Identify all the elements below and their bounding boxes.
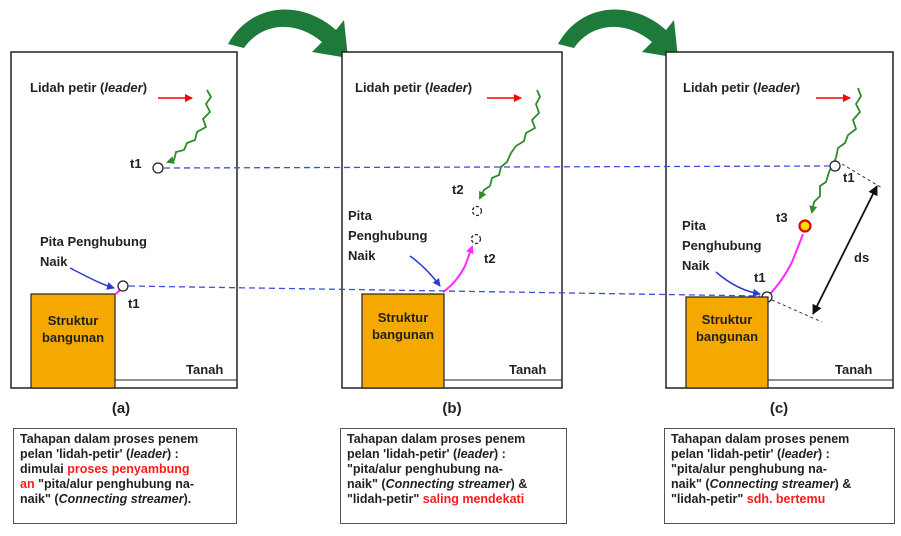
caption-line: pelan 'lidah-petir' (leader) : <box>671 447 830 461</box>
panel-sublabel: (a) <box>112 400 130 417</box>
ground-label: Tanah <box>186 362 223 377</box>
time-guide-line <box>128 285 761 297</box>
caption-line: Tahapan dalam proses penem <box>20 432 199 446</box>
caption-line: pelan 'lidah-petir' (leader) : <box>347 447 506 461</box>
time-label: t1 <box>128 296 140 311</box>
leader-path <box>166 89 213 164</box>
panel-c: Lidah petir (leader) t1 t3 Pita Penghubu… <box>665 51 894 417</box>
ground-label: Tanah <box>509 362 546 377</box>
ground-label: Tanah <box>835 362 872 377</box>
panel-b: Lidah petir (leader) t2 t2 Pita Penghubu… <box>341 51 563 417</box>
time-label: t2 <box>452 182 464 197</box>
caption-line: Tahapan dalam proses penem <box>347 432 526 446</box>
streamer-label: Naik <box>348 248 376 263</box>
curved-arrow-icon <box>558 9 678 58</box>
building-label: Struktur <box>378 310 429 325</box>
caption-line: "pita/alur penghubung na- <box>347 462 503 476</box>
caption-line: "lidah-petir" saling mendekati <box>347 492 525 506</box>
caption-line: an "pita/alur penghubung na- <box>20 477 194 491</box>
caption-line: dimulai proses penyambung <box>20 462 190 476</box>
building-label: bangunan <box>696 329 758 344</box>
building-label: Struktur <box>48 313 99 328</box>
time-label: t1 <box>843 170 855 185</box>
building <box>685 296 769 389</box>
caption-line: "pita/alur penghubung na- <box>671 462 827 476</box>
distance-label: ds <box>854 250 869 265</box>
streamer-path <box>767 233 804 297</box>
caption-line: naik" (Connecting streamer). <box>20 492 192 506</box>
streamer-pointer-arrow <box>715 271 761 297</box>
streamer-path <box>442 245 474 293</box>
building-label: bangunan <box>372 327 434 342</box>
curved-arrow-icon <box>228 9 348 58</box>
caption-line: naik" (Connecting streamer) & <box>671 477 852 491</box>
building <box>30 293 116 389</box>
time-guide-line <box>163 165 831 169</box>
caption-box: Tahapan dalam proses penem pelan 'lidah-… <box>664 428 895 524</box>
time-label: t2 <box>484 251 496 266</box>
leader-label: Lidah petir (leader) <box>30 80 147 95</box>
caption-box: Tahapan dalam proses penem pelan 'lidah-… <box>340 428 567 524</box>
time-label: t1 <box>754 270 766 285</box>
distance-arrow <box>812 185 878 315</box>
streamer-label: Naik <box>40 254 68 269</box>
streamer-label: Pita <box>348 208 373 223</box>
building <box>361 293 445 389</box>
leader-tip-point <box>152 162 164 174</box>
caption-box: Tahapan dalam proses penem pelan 'lidah-… <box>13 428 237 524</box>
caption-line: Tahapan dalam proses penem <box>671 432 850 446</box>
distance-guide <box>841 163 883 189</box>
time-label: t3 <box>776 210 788 225</box>
streamer-tip-point <box>117 280 129 292</box>
streamer-label: Pita Penghubung <box>40 234 147 249</box>
panel-sublabel: (c) <box>770 400 788 417</box>
streamer-tip-point <box>470 233 482 245</box>
streamer-label: Penghubung <box>682 238 761 253</box>
building-label: bangunan <box>42 330 104 345</box>
streamer-pointer-arrow <box>409 255 441 287</box>
leader-label: Lidah petir (leader) <box>355 80 472 95</box>
streamer-label: Pita <box>682 218 707 233</box>
leader-tip-point <box>829 160 841 172</box>
streamer-label: Penghubung <box>348 228 427 243</box>
leader-path <box>479 89 542 200</box>
leader-tip-point <box>471 205 483 217</box>
panel-a: Lidah petir (leader) t1 Pita Penghubung … <box>10 51 238 417</box>
building-label: Struktur <box>702 312 753 327</box>
caption-line: "lidah-petir" sdh. bertemu <box>671 492 826 506</box>
streamer-pointer-arrow <box>69 267 115 290</box>
panel-sublabel: (b) <box>442 400 461 417</box>
caption-line: pelan 'lidah-petir' (leader) : <box>20 447 179 461</box>
streamer-label: Naik <box>682 258 710 273</box>
caption-line: naik" (Connecting streamer) & <box>347 477 528 491</box>
meeting-point <box>798 219 812 233</box>
time-label: t1 <box>130 156 142 171</box>
leader-label: Lidah petir (leader) <box>683 80 800 95</box>
